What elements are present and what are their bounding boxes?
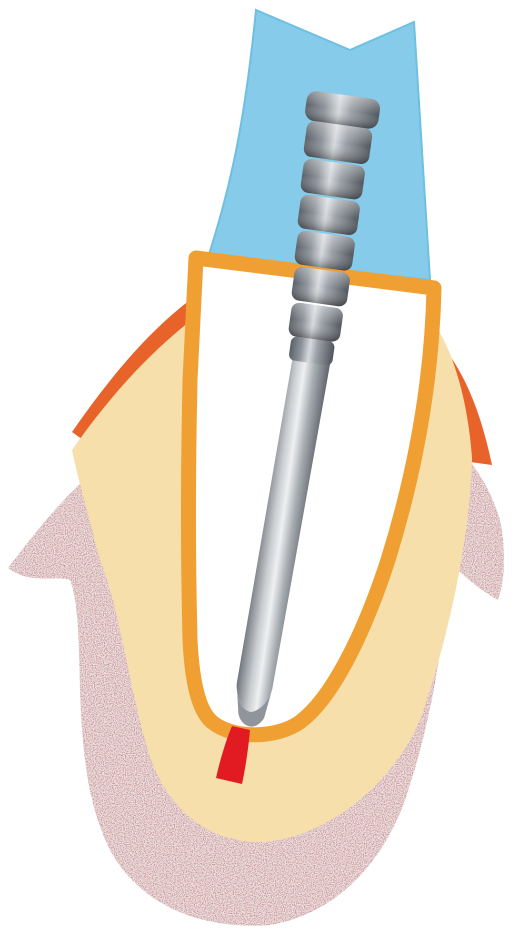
tooth-cross-section-diagram: [0, 0, 518, 931]
